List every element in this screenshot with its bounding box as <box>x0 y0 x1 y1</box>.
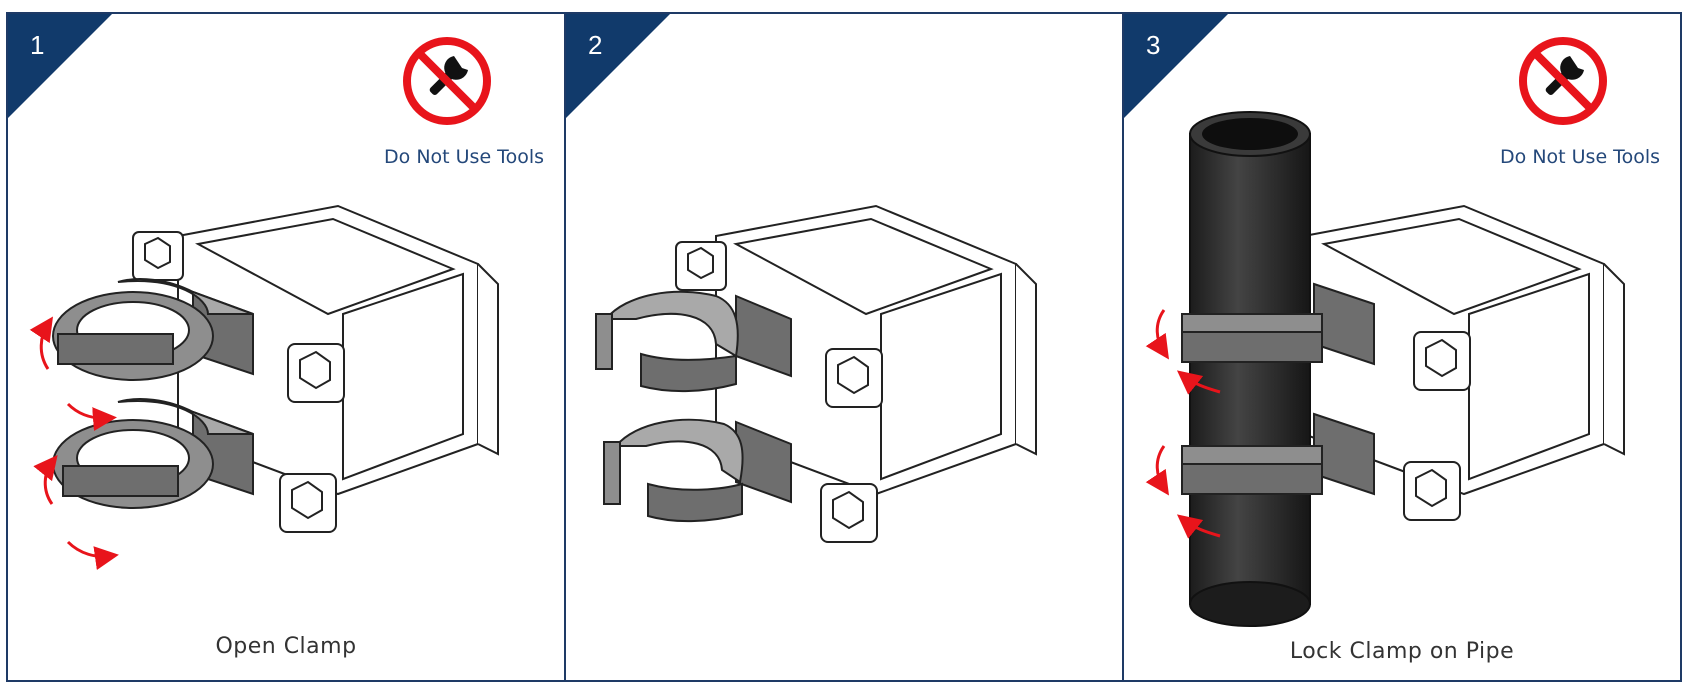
mount-bracket <box>675 241 883 543</box>
clamp-upper-open <box>595 290 792 393</box>
rotation-arrows <box>29 316 119 570</box>
step-corner <box>8 14 112 118</box>
step-caption: Open Clamp <box>215 634 357 659</box>
no-tools-icon <box>1519 37 1607 125</box>
step-number: 2 <box>588 30 603 60</box>
rotation-arrows <box>1145 309 1221 539</box>
step-caption: Lock Clamp on Pipe <box>1289 639 1515 664</box>
clamp-lower <box>52 398 254 509</box>
no-tools-icon <box>403 37 491 125</box>
device-illustration <box>595 204 1037 543</box>
step-corner <box>566 14 670 118</box>
step-corner <box>1124 14 1228 118</box>
no-tools-warning: Do Not Use Tools <box>1490 36 1660 168</box>
clamp-lower-open <box>603 418 792 523</box>
warning-label: Do Not Use Tools <box>1500 146 1660 168</box>
panel-step-3: 3 Do Not Use Tools Lock Clamp on Pipe <box>1122 12 1682 682</box>
no-tools-warning: Do Not Use Tools <box>374 36 544 168</box>
pipe <box>1189 111 1311 627</box>
mount-bracket <box>1403 331 1471 521</box>
mount-bracket <box>132 231 345 533</box>
clamp-upper-locked <box>1181 282 1375 366</box>
clamp-upper <box>52 278 254 381</box>
step-number: 3 <box>1146 30 1161 60</box>
panel-step-2: 2 <box>564 12 1124 682</box>
clamp-lower-locked <box>1181 412 1375 496</box>
device-illustration <box>1145 111 1625 627</box>
warning-label: Do Not Use Tools <box>384 146 544 168</box>
device-illustration <box>29 204 499 570</box>
step-number: 1 <box>30 30 45 60</box>
panel-step-1: 1 Do Not Use Tools Open Clamp <box>6 12 566 682</box>
